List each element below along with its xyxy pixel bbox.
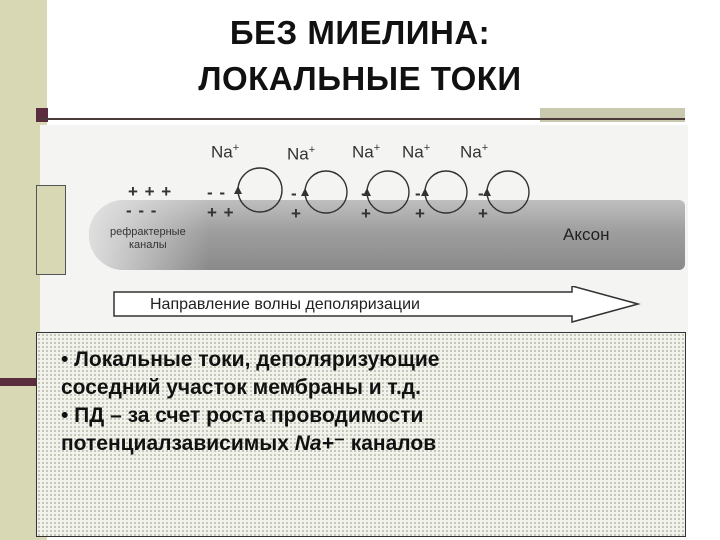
loop-arrowhead-3 (363, 188, 371, 196)
current-loop-5 (486, 170, 530, 214)
refractory-channels-label: рефрактерные каналы (110, 226, 186, 252)
ion-label-3: Na+ (352, 142, 381, 162)
left-decor-accent (0, 378, 40, 386)
charge-bottom-1: + + (207, 203, 235, 222)
charge-top-2: - (291, 184, 298, 203)
loop-arrowhead-2 (301, 188, 309, 196)
line4-prefix: потенциалзависимых (61, 432, 295, 455)
bullet-line-3: • ПД – за счет роста проводимости (61, 404, 424, 427)
text-box: • Локальные токи, деполяризующие соседни… (36, 332, 686, 537)
outer-left-charges: + + + (128, 182, 173, 201)
bullet-line-4: потенциалзависимых Na+⁻ каналов (61, 431, 436, 457)
charge-bottom-5: + (478, 204, 489, 223)
charge-top-3: - (361, 184, 368, 204)
arrow-label: Направление волны деполяризации (150, 296, 420, 313)
line4-suffix: ⁻ каналов (333, 432, 437, 455)
slide-title: БЕЗ МИЕЛИНА: ЛОКАЛЬНЫЕ ТОКИ (120, 10, 600, 102)
loop-arrowhead-4 (421, 188, 429, 196)
depolarization-arrow (113, 286, 641, 323)
ion-label-2: Na+ (287, 144, 316, 164)
charge-top-4: - (415, 184, 422, 203)
current-loop-1 (237, 167, 283, 213)
loop-arrowhead-5 (483, 188, 491, 196)
bullet-line-2: соседний участок мембраны и т.д. (61, 376, 421, 399)
title-rule (40, 118, 685, 120)
current-loop-3 (366, 170, 410, 214)
refractory-line-1: рефрактерные (110, 226, 186, 238)
inner-left-charges: - - - (126, 201, 158, 220)
charge-bottom-3: + (361, 204, 372, 223)
title-line-2: ЛОКАЛЬНЫЕ ТОКИ (198, 60, 522, 97)
title-line-1: БЕЗ МИЕЛИНА: (229, 14, 491, 51)
current-loop-4 (424, 170, 468, 214)
line4-ion: Na+ (294, 432, 334, 455)
ion-label-4: Na+ (402, 142, 431, 162)
charge-bottom-2: + (291, 204, 302, 223)
refractory-line-2: каналы (129, 239, 167, 251)
ion-label-1: Na+ (211, 142, 240, 162)
axon-fade (89, 200, 209, 270)
charge-bottom-4: + (415, 204, 426, 223)
ion-label-5: Na+ (460, 142, 489, 162)
axon-label: Аксон (563, 225, 610, 244)
side-box (36, 185, 66, 275)
current-loop-2 (304, 170, 348, 214)
bullet-line-1: • Локальные токи, деполяризующие (61, 348, 440, 371)
loop-arrowhead-1 (234, 186, 242, 194)
charge-top-5: - (478, 184, 485, 203)
charge-top-1: - - (207, 183, 227, 202)
